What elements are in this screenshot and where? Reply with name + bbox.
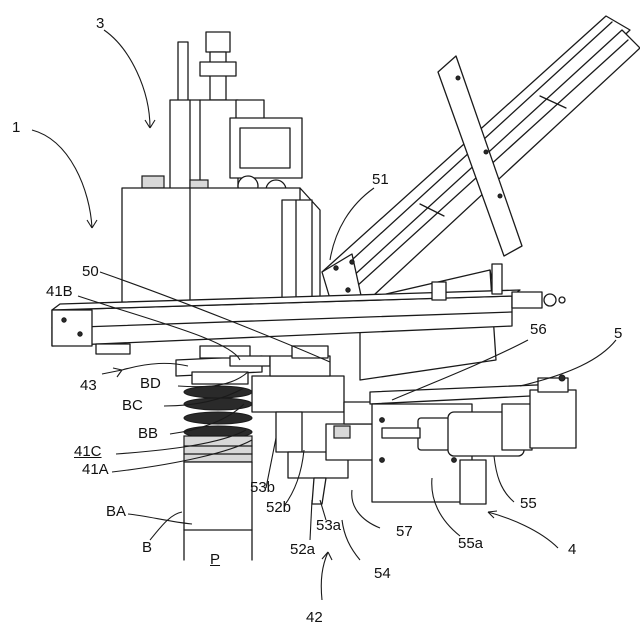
label-55a: 55a [458, 536, 483, 551]
label-BD: BD [140, 376, 161, 391]
upper-actuator-unit [142, 32, 302, 200]
label-41C: 41C [74, 444, 102, 459]
feed-chute [322, 16, 640, 312]
label-41B: 41B [46, 284, 73, 299]
label-P: P [210, 552, 220, 567]
label-B: B [142, 540, 152, 555]
label-51: 51 [372, 172, 389, 187]
label-52b: 52b [266, 500, 291, 515]
label-4: 4 [568, 542, 576, 557]
label-57: 57 [396, 524, 413, 539]
label-42: 42 [306, 610, 323, 625]
label-BC: BC [122, 398, 143, 413]
label-3: 3 [96, 16, 104, 31]
label-53b: 53b [250, 480, 275, 495]
label-56: 56 [530, 322, 547, 337]
label-43: 43 [80, 378, 97, 393]
label-54: 54 [374, 566, 391, 581]
label-1: 1 [12, 120, 20, 135]
label-50: 50 [82, 264, 99, 279]
bottle [184, 372, 252, 560]
label-53a: 53a [316, 518, 341, 533]
label-5: 5 [614, 326, 622, 341]
cylinder-unit [370, 375, 576, 504]
label-52a: 52a [290, 542, 315, 557]
label-BA: BA [106, 504, 126, 519]
label-41A: 41A [82, 462, 109, 477]
label-BB: BB [138, 426, 158, 441]
label-55: 55 [520, 496, 537, 511]
